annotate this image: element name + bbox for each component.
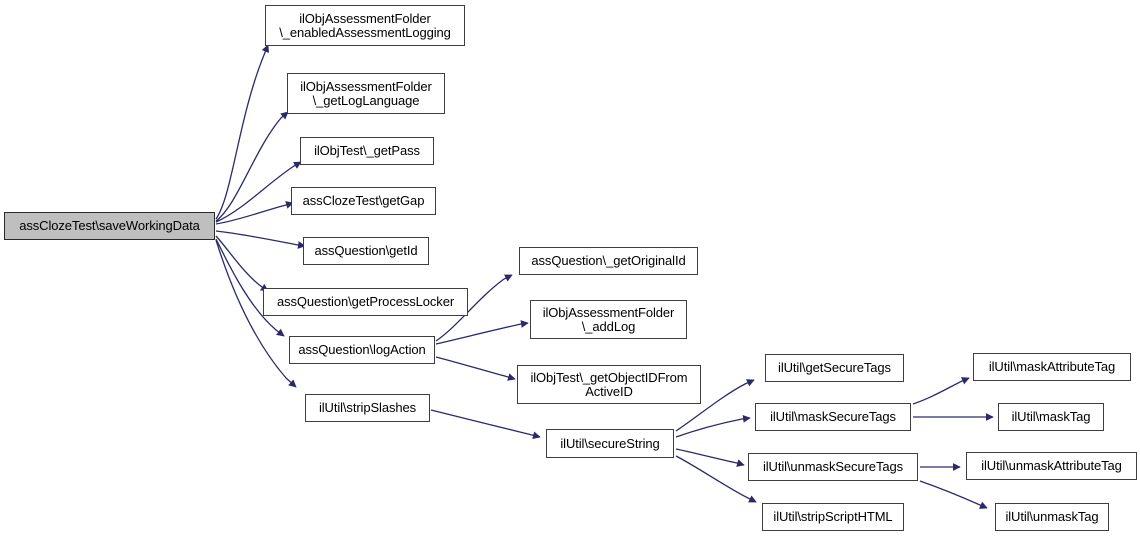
call-edge-root-to-getId [215,230,306,249]
call-edge-unmaskSecureTags-to-unmaskTag [919,480,988,509]
node-label: ilUtil\stripScriptHTML [773,509,893,524]
call-edge-root-to-getGap [215,201,294,225]
node-label: ilObjTest\_getObjectIDFrom ActiveID [530,369,688,399]
call-graph-node-getLogLanguage[interactable]: ilObjAssessmentFolder \_getLogLanguage [287,73,445,114]
node-label: assClozeTest\saveWorkingData [19,218,200,233]
call-graph-node-unmaskTag[interactable]: ilUtil\unmaskTag [995,503,1109,531]
call-edge-root-to-getProcessLocker [215,235,269,292]
node-label: ilObjAssessmentFolder \_addLog [542,304,675,334]
node-label: ilUtil\unmaskTag [1005,509,1099,524]
call-graph-node-getObjectID[interactable]: ilObjTest\_getObjectIDFrom ActiveID [517,365,701,404]
call-graph-node-getSecureTags[interactable]: ilUtil\getSecureTags [765,354,904,382]
call-graph-node-unmaskAttributeTag[interactable]: ilUtil\unmaskAttributeTag [966,452,1137,480]
call-graph-node-logAction[interactable]: assQuestion\logAction [289,336,435,364]
call-graph-node-stripSlashes[interactable]: ilUtil\stripSlashes [305,394,430,422]
call-edge-secureString-to-unmaskSecureTags [675,448,745,467]
call-graph-node-getId[interactable]: assQuestion\getId [303,237,429,265]
node-label: assQuestion\logAction [298,342,426,357]
call-edge-logAction-to-getObjectID [435,356,516,381]
call-graph-node-unmaskSecureTags[interactable]: ilUtil\unmaskSecureTags [748,453,918,481]
call-graph-node-maskSecureTags[interactable]: ilUtil\maskSecureTags [755,403,911,431]
call-graph-node-getGap[interactable]: assClozeTest\getGap [291,187,436,215]
call-edge-logAction-to-getOriginalId [435,274,513,342]
call-graph-node-stripScriptHTML[interactable]: ilUtil\stripScriptHTML [762,503,904,531]
call-graph-node-getPass[interactable]: ilObjTest\_getPass [300,137,434,165]
call-edge-root-to-getLogLanguage [215,111,289,222]
call-graph-node-secureString[interactable]: ilUtil\secureString [546,429,674,458]
call-graph-node-root[interactable]: assClozeTest\saveWorkingData [4,212,215,240]
node-label: ilUtil\getSecureTags [778,360,891,375]
node-label: assQuestion\getId [314,243,418,258]
call-edge-root-to-enabledLogging [215,44,270,220]
node-label: ilUtil\maskSecureTags [770,409,896,424]
node-label: ilUtil\secureString [560,435,660,451]
call-edge-root-to-logAction [215,238,285,337]
node-label: ilObjAssessmentFolder \_getLogLanguage [300,78,432,108]
call-edge-secureString-to-getSecureTags [675,379,755,432]
call-graph-node-getProcessLocker[interactable]: assQuestion\getProcessLocker [263,288,468,316]
node-label: assClozeTest\getGap [302,193,425,208]
node-label: ilUtil\unmaskAttributeTag [981,458,1122,473]
call-graph-node-addLog[interactable]: ilObjAssessmentFolder \_addLog [530,300,687,339]
call-edge-secureString-to-maskSecureTags [675,415,751,438]
node-label: ilUtil\unmaskSecureTags [762,459,904,474]
node-label: ilObjTest\_getPass [314,143,420,158]
call-edge-maskSecureTags-to-maskAttributeTag [912,377,970,405]
call-edge-root-to-getPass [215,161,302,223]
call-edge-root-to-stripSlashes [215,239,297,388]
node-label: ilUtil\maskAttributeTag [988,359,1116,374]
call-graph-node-getOriginalId[interactable]: assQuestion\_getOriginalId [519,247,698,275]
node-label: assQuestion\_getOriginalId [531,253,686,268]
call-graph-node-enabledLogging[interactable]: ilObjAssessmentFolder \_enabledAssessmen… [265,5,465,46]
call-edge-stripSlashes-to-secureString [430,409,541,440]
call-edge-logAction-to-addLog [435,320,529,345]
node-label: ilUtil\stripSlashes [318,400,417,415]
node-label: ilObjAssessmentFolder \_enabledAssessmen… [279,10,451,40]
call-graph-node-maskTag[interactable]: ilUtil\maskTag [998,403,1104,431]
call-edge-secureString-to-stripScriptHTML [675,455,757,503]
call-graph-node-maskAttributeTag[interactable]: ilUtil\maskAttributeTag [973,353,1131,381]
node-label: assQuestion\getProcessLocker [276,294,455,309]
node-label: ilUtil\maskTag [1011,409,1091,424]
